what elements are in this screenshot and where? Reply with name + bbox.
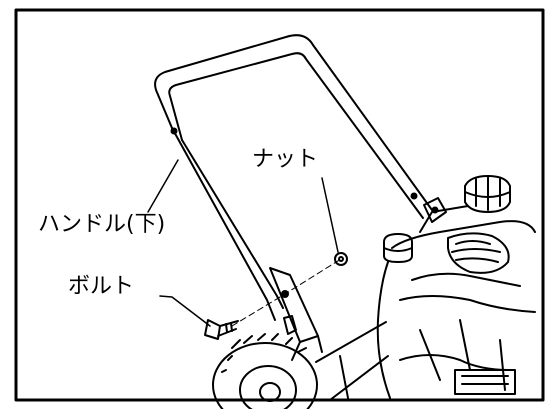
lower-handle xyxy=(154,34,433,321)
leader-nut xyxy=(321,177,339,253)
rear-wheel xyxy=(212,333,318,409)
mower-deck xyxy=(315,321,389,401)
figure-frame xyxy=(14,8,545,402)
left-handle-bracket xyxy=(269,267,323,361)
assembly-axis-line xyxy=(231,258,342,327)
nut-label: ナット xyxy=(252,147,319,172)
leader-bolt xyxy=(159,295,211,327)
fuel-cap xyxy=(464,175,511,213)
bolt xyxy=(204,319,239,340)
handle-lower-label: ハンドル(下) xyxy=(38,212,166,237)
leader-handle xyxy=(147,159,179,213)
nut xyxy=(334,252,348,266)
engine-housing xyxy=(376,205,536,399)
bolt-label: ボルト xyxy=(68,274,135,299)
oil-cap xyxy=(383,233,413,263)
